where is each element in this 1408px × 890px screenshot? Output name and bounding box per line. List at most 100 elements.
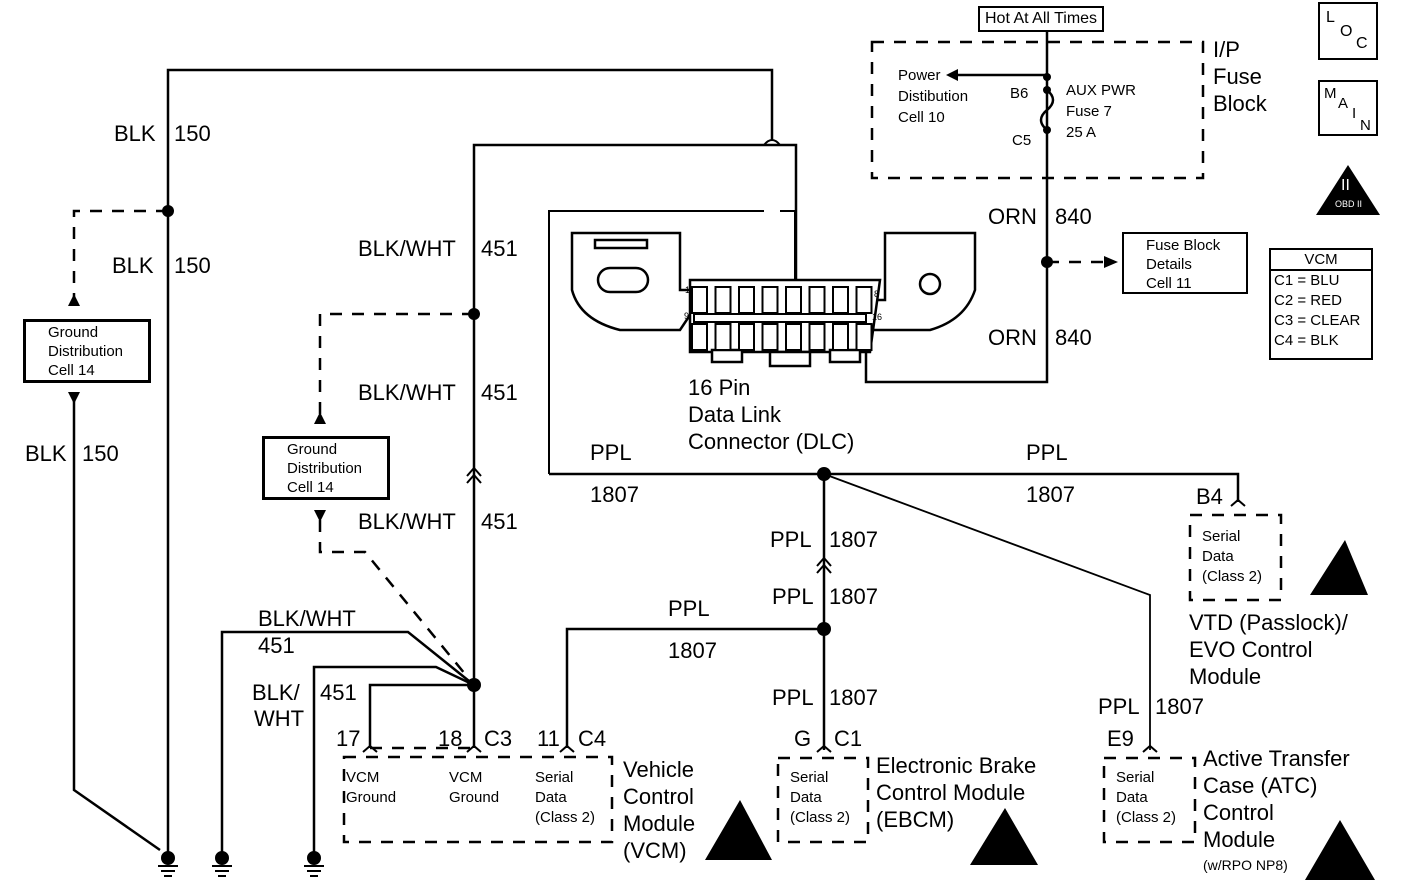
wire-circuit: 451 [258, 633, 295, 658]
esd-icons [705, 540, 1375, 880]
wire-circuit: 1807 [1026, 482, 1075, 507]
obd-numeral: II [1341, 177, 1350, 194]
arrow-head [314, 412, 326, 424]
dlc-pin-cavity [714, 323, 732, 351]
dlc-pin-16: 16 [872, 312, 883, 322]
vcm-pin-17: 17 [336, 726, 361, 751]
splice [467, 678, 481, 692]
wire-circuit: 1807 [590, 482, 639, 507]
hot-at-all-times-label: Hot At All Times [978, 6, 1105, 32]
ground-symbols [158, 851, 324, 877]
dashed-ebcm-box [776, 756, 870, 844]
wire-circuit: 1807 [829, 685, 878, 710]
wire-color: BLK [114, 121, 156, 146]
dlc-pin-cavity [691, 286, 708, 314]
wire-color: ORN [988, 325, 1037, 350]
wire-color: BLK/ [252, 680, 300, 705]
splice [817, 622, 831, 636]
arrow-head [314, 510, 326, 522]
vcm-conn-c4: C4 [578, 726, 607, 751]
splice [1041, 256, 1053, 268]
wire-ppl-bus [549, 472, 1240, 502]
vtd-pin-b4: B4 [1196, 484, 1223, 509]
wire-color: BLK/WHT [358, 236, 456, 261]
wire-color: WHT [254, 706, 305, 731]
wire-circuit: 150 [174, 253, 211, 278]
dlc-pin-cavity [738, 323, 755, 351]
obd-ii-icon: OBD II [1335, 199, 1363, 209]
wire-circuit: 1807 [668, 638, 717, 663]
wire-color: BLK/WHT [358, 380, 456, 405]
dlc-pin-cavity [832, 286, 849, 314]
dashed-vcm-box [342, 755, 614, 844]
dlc-pin-cavity [808, 323, 826, 351]
dlc-pin-cavity [761, 323, 779, 351]
dlc-pin-cavity [808, 286, 826, 314]
dlc-pin-cavity [855, 323, 873, 351]
wire-circuit: 451 [481, 509, 518, 534]
dashed-atc-box [1102, 756, 1197, 844]
wire-circuit: 150 [174, 121, 211, 146]
arrow-head [68, 392, 80, 404]
wire-color: BLK/WHT [258, 606, 356, 631]
dashed-ground-link-left [72, 209, 168, 300]
dlc-pin-cavity [738, 286, 755, 314]
wire-orn-840 [864, 20, 1049, 384]
wire-blk-150 [166, 68, 774, 858]
wire-circuit: 840 [1055, 204, 1092, 229]
dlc-pin-1: 1 [685, 285, 691, 295]
wire-circuit: 451 [320, 680, 357, 705]
wire-circuit: 1807 [829, 584, 878, 609]
ebcm-pin-g: G [794, 726, 812, 751]
wire-circuit: 451 [481, 236, 518, 261]
wire-color: PPL [770, 527, 812, 552]
fuse-block-details-ref[interactable]: Fuse Block Details Cell 11 [1122, 232, 1248, 294]
ebcm-conn-c1: C1 [834, 726, 863, 751]
pin-b6: B6 [1010, 85, 1029, 102]
main-badge[interactable]: M A I N [1318, 80, 1378, 136]
wire-color: ORN [988, 204, 1037, 229]
wire-color: BLK/WHT [358, 509, 456, 534]
wire-color: PPL [668, 596, 710, 621]
splice [162, 205, 174, 217]
wire-circuit: 1807 [829, 527, 878, 552]
wire-ppl-vcm [565, 627, 824, 748]
arrow-head [946, 69, 958, 81]
dlc-pins [691, 286, 873, 351]
vcm-pin-18: 18 [438, 726, 463, 751]
wire-color: BLK [25, 441, 67, 466]
wire-circuit: 150 [82, 441, 119, 466]
vcm-pin-11: 11 [537, 726, 560, 751]
loc-badge[interactable]: L O C [1318, 2, 1378, 60]
vcm-connector-legend: VCM C1 = BLU C2 = RED C3 = CLEAR C4 = BL… [1269, 248, 1373, 360]
wire-blk-ground-left [72, 395, 161, 852]
ground-distribution-ref-left[interactable]: Ground Distribution Cell 14 [23, 319, 151, 383]
wire-bw-ground-1 [220, 630, 475, 858]
dashed-ground-link-mid [318, 312, 474, 420]
wire-ppl-atc [823, 473, 1151, 750]
wire-circuit: 840 [1055, 325, 1092, 350]
splice [468, 308, 480, 320]
atc-pin-e9: E9 [1107, 726, 1134, 751]
wire-bw-vcm17 [368, 683, 474, 748]
vcm-conn-c3: C3 [484, 726, 513, 751]
wire-color: PPL [1026, 440, 1068, 465]
arrow-head [68, 294, 80, 306]
wire-color: PPL [772, 685, 814, 710]
dlc-pin-9: 9 [684, 311, 690, 321]
wire-color: PPL [590, 440, 632, 465]
ground-distribution-ref-mid[interactable]: Ground Distribution Cell 14 [262, 436, 390, 500]
obd-triangle [1316, 165, 1380, 215]
